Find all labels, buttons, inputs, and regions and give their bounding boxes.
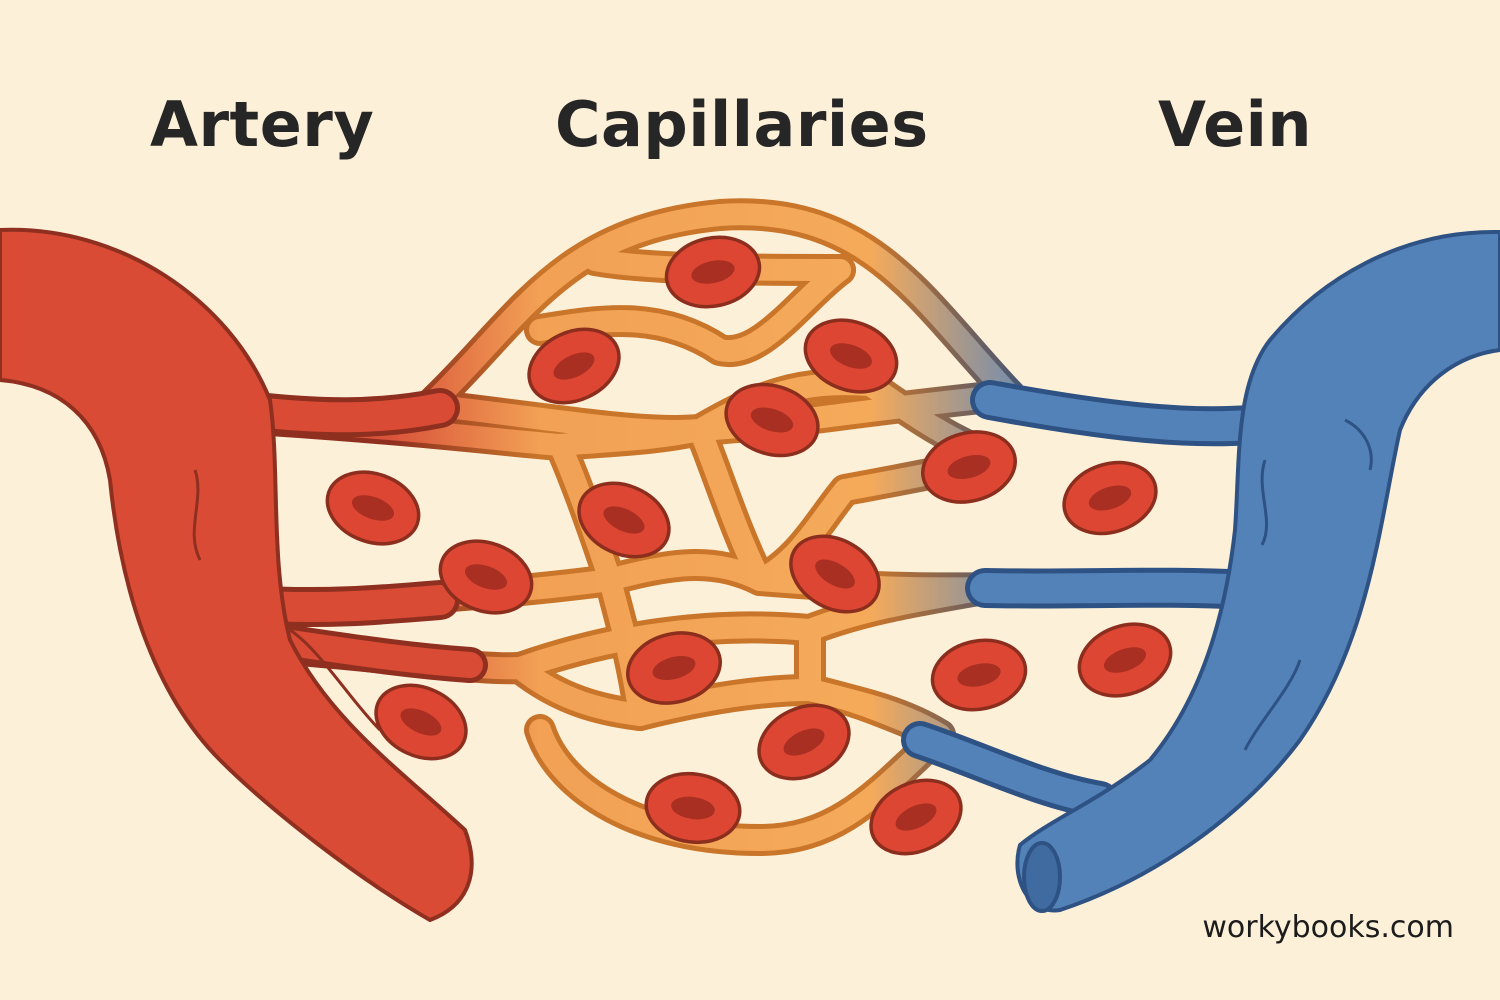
- capillaries-label: Capillaries: [555, 88, 929, 161]
- red-blood-cell: [325, 470, 421, 546]
- red-blood-cell: [1077, 622, 1173, 698]
- red-blood-cell: [1062, 460, 1158, 536]
- red-blood-cell: [664, 235, 762, 309]
- red-blood-cell: [921, 430, 1017, 504]
- artery-label: Artery: [150, 88, 375, 161]
- red-blood-cell: [527, 327, 621, 405]
- red-blood-cell: [438, 539, 534, 615]
- red-blood-cell: [757, 703, 851, 781]
- red-blood-cell: [374, 683, 468, 761]
- vein-branches: [901, 380, 1270, 819]
- red-blood-cell: [724, 382, 820, 458]
- vein-label: Vein: [1158, 88, 1313, 161]
- red-blood-cells: [325, 235, 1173, 856]
- red-blood-cell: [869, 778, 963, 856]
- site-credit: workybooks.com: [1202, 910, 1454, 945]
- red-blood-cell: [626, 631, 722, 705]
- red-blood-cell: [789, 534, 881, 614]
- red-blood-cell: [803, 318, 899, 394]
- red-blood-cell: [644, 771, 742, 845]
- red-blood-cell: [930, 638, 1028, 712]
- artery-vessel: [0, 227, 474, 922]
- red-blood-cell: [577, 481, 671, 559]
- vein-vessel: [1015, 229, 1500, 913]
